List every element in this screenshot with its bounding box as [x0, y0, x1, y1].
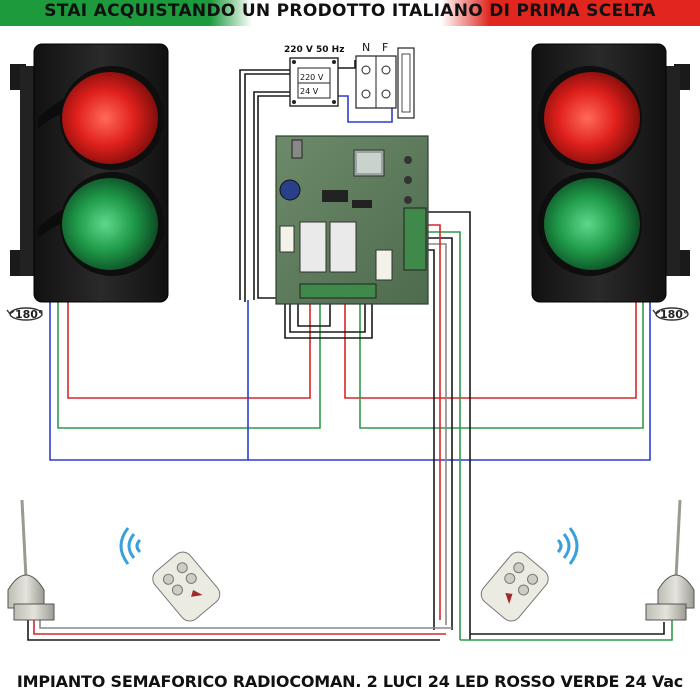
green-lens [544, 178, 640, 270]
breaker-n-label: N [362, 41, 370, 54]
top-banner: STAI ACQUISTANDO UN PRODOTTO ITALIANO DI… [0, 0, 700, 26]
transformer-icon [289, 57, 339, 107]
left-traffic-light-icon [10, 43, 169, 303]
transformer-out-label: 24 V [300, 87, 319, 96]
red-lens [544, 72, 640, 164]
breaker-icon [355, 47, 415, 119]
remote-control-icon [152, 551, 221, 622]
transformer-header: 220 V 50 Hz [284, 45, 344, 55]
remote-control-icon [480, 551, 549, 622]
breaker-f-label: F [382, 41, 388, 54]
transformer-in-label: 220 V [300, 73, 324, 82]
radio-signal-icon [119, 527, 142, 565]
italian-flag-gradient [0, 0, 700, 26]
antenna-icon [645, 499, 695, 621]
antenna-icon [7, 499, 55, 621]
red-lens [62, 72, 158, 164]
wires [27, 60, 673, 641]
radio-signal-icon [556, 527, 579, 565]
footer-caption: IMPIANTO SEMAFORICO RADIOCOMAN. 2 LUCI 2… [16, 672, 684, 691]
right-rotation-label: 180° [660, 308, 688, 321]
right-traffic-light-icon [531, 43, 690, 303]
rotation-arrow-icon [6, 307, 43, 321]
banner-title: STAI ACQUISTANDO UN PRODOTTO ITALIANO DI… [44, 1, 656, 21]
left-rotation-label: 180° [15, 308, 43, 321]
green-lens [62, 178, 158, 270]
control-board-icon [275, 135, 429, 305]
rotation-arrow-icon [652, 307, 689, 321]
